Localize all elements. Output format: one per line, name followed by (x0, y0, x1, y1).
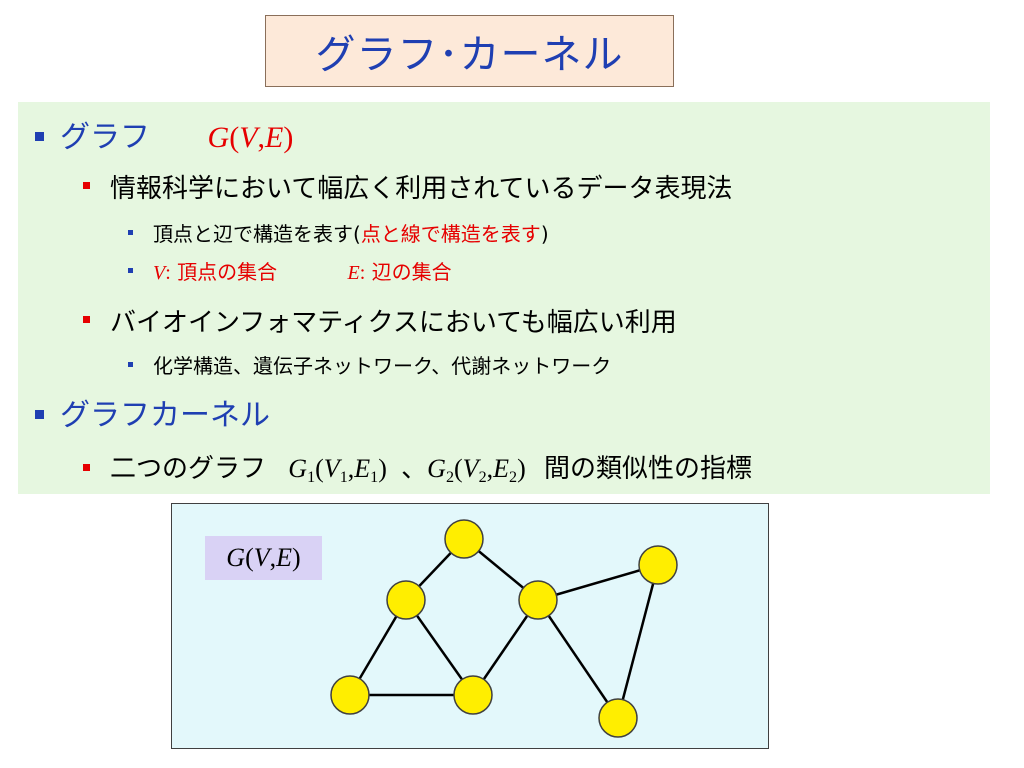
bullet-bioinfo: バイオインフォマティクスにおいても幅広い利用 (110, 302, 677, 339)
math-v: V (323, 454, 340, 483)
math-v: V (239, 121, 258, 154)
graph-node (598, 698, 638, 738)
v-letter: V: (153, 262, 171, 284)
bullet-square (83, 182, 90, 189)
graph-node (638, 545, 678, 585)
math-g: G (207, 121, 230, 154)
e-letter: E: (347, 262, 366, 284)
slide-title: グラフ･カーネル (315, 32, 624, 78)
math-g: G (288, 454, 308, 483)
subscript: 1 (370, 468, 379, 486)
math-g: G (226, 543, 246, 572)
bullet-two-graphs: 二つのグラフ G1(V1,E1) 、G2(V2,E2) 間の類似性の指標 (110, 448, 752, 485)
graph-edge (537, 563, 659, 602)
graph-figure-label: G(V,E) (205, 536, 322, 580)
bullet-bio-examples: 化学構造、遺伝子ネットワーク、代謝ネットワーク (153, 350, 611, 379)
graph-notation: G(V,E) (207, 121, 294, 154)
bullet-structure: 頂点と辺で構造を表す(点と線で構造を表す) (153, 218, 549, 247)
graph-edge (616, 564, 660, 719)
structure-prefix: 頂点と辺で構造を表す( (153, 222, 361, 246)
g2-notation: G2(V2,E2) (427, 454, 526, 486)
math-e: E (354, 454, 371, 483)
kernel-heading: グラフカーネル (60, 398, 270, 433)
e-description: 辺の集合 (371, 260, 452, 284)
math-e: E (493, 454, 510, 483)
bullet-square (128, 362, 133, 367)
math-e-letter: E (347, 262, 360, 284)
graph-node (330, 675, 370, 715)
graph-figure: G(V,E) (171, 503, 769, 749)
graph-edges (348, 538, 660, 719)
structure-suffix: ) (540, 222, 549, 246)
separator: 、 (401, 454, 428, 484)
subscript: 2 (509, 468, 518, 486)
bullet-info-science: 情報科学において幅広く利用されているデータ表現法 (110, 168, 732, 205)
bullet-graph: グラフ G(V,E) (60, 112, 293, 156)
graph-edge (536, 599, 620, 719)
bullet-square (128, 268, 133, 273)
two-graphs-text: 二つのグラフ (110, 454, 267, 484)
subscript: 2 (445, 468, 454, 486)
graph-node (444, 519, 484, 559)
similarity-text: 間の類似性の指標 (544, 454, 753, 484)
bioinfo-text: バイオインフォマティクスにおいても幅広い利用 (110, 308, 677, 338)
graph-diagram (330, 519, 678, 738)
bullet-square (35, 410, 44, 419)
graph-heading: グラフ (60, 120, 150, 155)
subscript: 1 (307, 468, 316, 486)
v-description: 頂点の集合 (177, 260, 278, 284)
math-e: E (265, 121, 284, 154)
subscript: 1 (339, 468, 348, 486)
bullet-square (35, 132, 44, 141)
bullet-v-e: V: 頂点の集合 E: 辺の集合 (153, 256, 452, 285)
bio-examples-text: 化学構造、遺伝子ネットワーク、代謝ネットワーク (153, 354, 612, 378)
bullet-square (128, 230, 133, 235)
math-v: V (462, 454, 479, 483)
subscript: 2 (478, 468, 487, 486)
bullet-square (83, 316, 90, 323)
g1-notation: G1(V1,E1) (288, 454, 387, 486)
math-v: V (253, 543, 270, 572)
slide-title-box: グラフ･カーネル (265, 15, 674, 87)
content-panel: グラフ G(V,E) 情報科学において幅広く利用されているデータ表現法 頂点と辺… (18, 102, 990, 494)
graph-node (386, 580, 426, 620)
math-e: E (276, 543, 293, 572)
graph-node (518, 580, 558, 620)
bullet-graph-kernel: グラフカーネル (60, 390, 270, 434)
graph-nodes (330, 519, 678, 738)
structure-highlight: 点と線で構造を表す (360, 222, 541, 246)
bullet-square (83, 464, 90, 471)
math-g: G (427, 454, 446, 483)
graph-node (453, 675, 493, 715)
info-science-text: 情報科学において幅広く利用されているデータ表現法 (110, 174, 733, 204)
math-v-letter: V (153, 262, 166, 284)
